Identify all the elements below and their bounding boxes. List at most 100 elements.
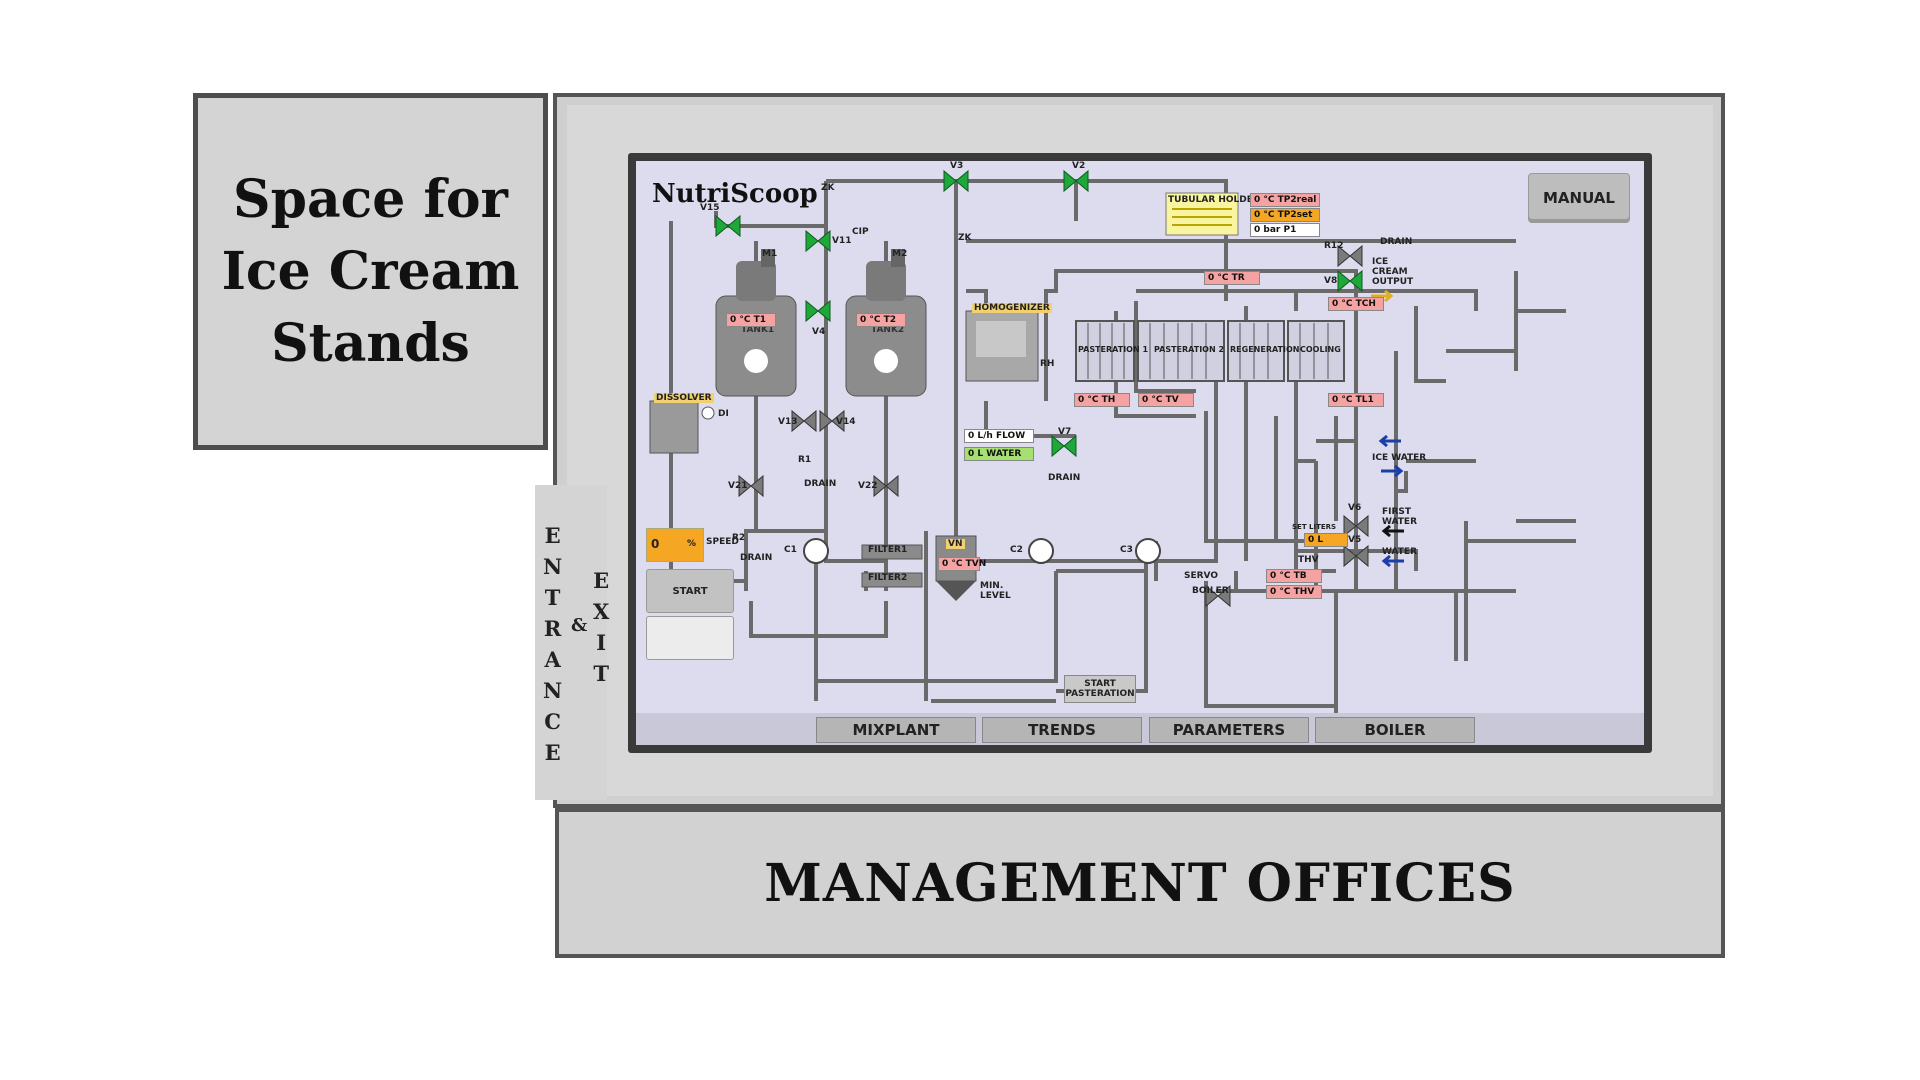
tab-trends[interactable]: TRENDS (982, 717, 1142, 743)
dissolver-label: DISSOLVER (654, 393, 714, 403)
regeneration-label: REGENERATION (1230, 345, 1300, 354)
tab-mixplant[interactable]: MIXPLANT (816, 717, 976, 743)
ice-cream-stands-area: Space for Ice Cream Stands (193, 93, 548, 450)
pasteration1-label: PASTERATION 1 (1078, 345, 1149, 354)
valve-label-v21: V21 (728, 481, 748, 491)
motor-label-m1: M1 (762, 249, 778, 259)
exit-letter: X (593, 599, 610, 624)
tank-1 (715, 249, 797, 397)
exit-letter: E (593, 568, 610, 593)
r1-label: R1 (798, 455, 812, 465)
pump-label-c1: C1 (784, 545, 797, 555)
green-valves (715, 169, 1363, 458)
valve-label-v6: V6 (1348, 503, 1362, 513)
cooling-label: COOLING (1300, 345, 1341, 354)
readout-flow: 0 L/h FLOW (964, 429, 1034, 443)
entrance-letter: E (544, 523, 561, 548)
ice-cream-output-label: ICE CREAM OUTPUT (1372, 257, 1414, 287)
vn-label: VN (946, 539, 965, 549)
cip-label: CIP (852, 227, 869, 237)
readout-t1: 0 °C T1 (726, 313, 776, 327)
pump-label-c2: C2 (1010, 545, 1023, 555)
ice-water-label: ICE WATER (1372, 453, 1427, 463)
gray-valves (738, 244, 1369, 608)
readout-thv: 0 °C THV (1266, 585, 1322, 599)
entrance-letter: N (543, 678, 563, 703)
entrance-letter: A (544, 647, 561, 672)
valve-label-v5: V5 (1348, 535, 1362, 545)
hmi-screen: NutriScoop MANUAL V15 V11 V4 V3 V2 V13 V… (628, 153, 1652, 753)
pasteration2-label: PASTERATION 2 (1154, 345, 1225, 354)
filter1-label: FILTER1 (868, 545, 908, 555)
exit-word: E X I T (593, 565, 609, 689)
set-liters-label: SET LITERS (1292, 523, 1337, 531)
readout-tb: 0 °C TB (1266, 569, 1322, 583)
entrance-letter: T (544, 585, 561, 610)
valve-label-v22: V22 (858, 481, 878, 491)
tank1-label: TANK1 (741, 325, 775, 335)
filter2-label: FILTER2 (868, 573, 908, 583)
plate-heat-exchanger (1075, 320, 1345, 382)
zk-label-1: ZK (821, 183, 835, 193)
tab-parameters[interactable]: PARAMETERS (1149, 717, 1309, 743)
r2-label: R2 (732, 533, 746, 543)
tank2-label: TANK2 (871, 325, 905, 335)
readout-tvn: 0 °C TVN (938, 557, 986, 571)
drain-label-v7: DRAIN (1048, 473, 1081, 483)
valve-label-v13: V13 (778, 417, 798, 427)
thv-label: THV (1298, 555, 1319, 565)
readout-tp2set: 0 °C TP2set (1250, 208, 1320, 222)
readout-t2: 0 °C T2 (856, 313, 906, 327)
readout-tv: 0 °C TV (1138, 393, 1194, 407)
stands-line-3: Stands (271, 312, 470, 374)
process-diagram (649, 169, 1576, 726)
start-pasteration-button[interactable]: START PASTERATION (1064, 675, 1136, 703)
first-water-label: FIRST WATER (1382, 507, 1418, 527)
blank-input[interactable] (646, 616, 734, 660)
valve-label-v3: V3 (950, 161, 964, 171)
drain-label-r1: DRAIN (804, 479, 837, 489)
valve-label-r12: R12 (1324, 241, 1344, 251)
entrance-word: E N T R A N C E (543, 520, 562, 768)
speed-value: 0 (651, 537, 660, 551)
tab-boiler[interactable]: BOILER (1315, 717, 1475, 743)
exit-letter: T (593, 661, 609, 686)
stands-line-2: Ice Cream (221, 240, 520, 302)
management-offices: MANAGEMENT OFFICES (555, 808, 1725, 958)
dissolver-unit (649, 400, 715, 454)
boiler-label: BOILER (1192, 586, 1229, 596)
motor-label-m2: M2 (892, 249, 908, 259)
entrance-letter: E (544, 740, 561, 765)
readout-set-liters[interactable]: 0 L (1304, 533, 1348, 547)
valve-label-v14: V14 (836, 417, 856, 427)
readout-tch: 0 °C TCH (1328, 297, 1384, 311)
valve-label-v8: V8 (1324, 276, 1338, 286)
start-button[interactable]: START (646, 569, 734, 613)
valve-label-v7: V7 (1058, 427, 1072, 437)
water-label: WATER (1382, 547, 1418, 557)
drain-label-r2: DRAIN (740, 553, 773, 563)
zk-label-2: ZK (958, 233, 972, 243)
readout-water: 0 L WATER (964, 447, 1034, 461)
entrance-ampersand: & (571, 615, 588, 636)
readout-tr: 0 °C TR (1204, 271, 1260, 285)
offices-title: MANAGEMENT OFFICES (764, 852, 1516, 914)
readout-tl1: 0 °C TL1 (1328, 393, 1384, 407)
pumps (803, 538, 1161, 564)
min-level-label: MIN. LEVEL (980, 581, 1011, 601)
speed-label: SPEED (706, 537, 739, 547)
manual-button[interactable]: MANUAL (1528, 173, 1630, 223)
readout-th: 0 °C TH (1074, 393, 1130, 407)
rh-label: RH (1040, 359, 1055, 369)
flow-arrows (1371, 289, 1404, 568)
entrance-letter: C (544, 709, 561, 734)
pipes (669, 179, 1576, 721)
homogenizer-label: HOMOGENIZER (972, 303, 1052, 313)
speed-readout[interactable]: 0 % (646, 528, 704, 562)
drain-label-top: DRAIN (1380, 237, 1413, 247)
pump-label-c3: C3 (1120, 545, 1133, 555)
bottom-tab-bar: MIXPLANT TRENDS PARAMETERS BOILER (636, 713, 1644, 745)
hmi-panel: NutriScoop MANUAL V15 V11 V4 V3 V2 V13 V… (636, 161, 1644, 745)
entrance-letter: R (543, 616, 562, 641)
speed-unit: % (687, 539, 697, 549)
